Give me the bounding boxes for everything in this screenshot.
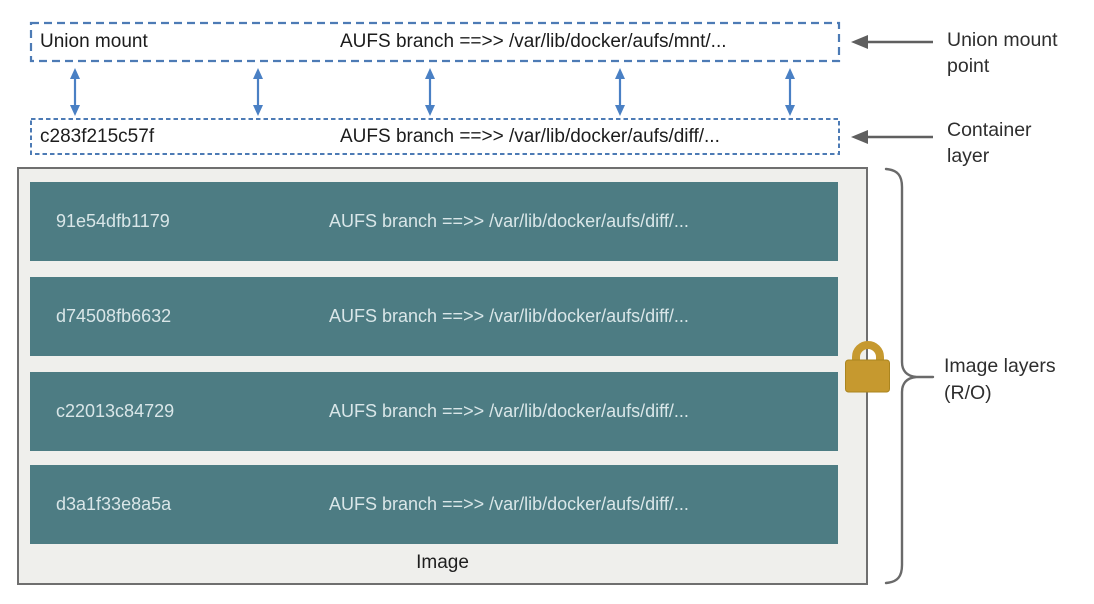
- left-arrow-icon: [851, 35, 933, 144]
- layer-id: 91e54dfb1179: [56, 211, 170, 231]
- image-layer-row: c22013c84729 AUFS branch ==>> /var/lib/d…: [30, 372, 838, 451]
- layer-aufs-path: AUFS branch ==>> /var/lib/docker/aufs/di…: [329, 494, 689, 514]
- union-mount-label: Union mount: [40, 31, 148, 52]
- container-layer-aufs-path: AUFS branch ==>> /var/lib/docker/aufs/di…: [340, 125, 720, 147]
- union-mount-aufs-path: AUFS branch ==>> /var/lib/docker/aufs/mn…: [340, 31, 727, 52]
- container-layer-label: Container layer: [947, 119, 1032, 167]
- image-caption: Image: [416, 552, 469, 573]
- layer-aufs-path: AUFS branch ==>> /var/lib/docker/aufs/di…: [329, 211, 689, 231]
- union-mount-point-label: Union mount point: [947, 29, 1058, 77]
- layer-id: d3a1f33e8a5a: [56, 494, 172, 514]
- image-layer-row: 91e54dfb1179 AUFS branch ==>> /var/lib/d…: [30, 182, 838, 261]
- layer-aufs-path: AUFS branch ==>> /var/lib/docker/aufs/di…: [329, 401, 689, 421]
- curly-brace-icon: [884, 167, 935, 585]
- layer-aufs-path: AUFS branch ==>> /var/lib/docker/aufs/di…: [329, 306, 689, 326]
- layer-id: c22013c84729: [56, 401, 175, 421]
- double-arrow-icon: [70, 68, 795, 116]
- image-box: 91e54dfb1179 AUFS branch ==>> /var/lib/d…: [17, 167, 868, 585]
- image-layers-label: Image layers (R/O): [944, 355, 1056, 404]
- container-layer-id: c283f215c57f: [40, 125, 155, 147]
- union-mount-box: Union mount AUFS branch ==>> /var/lib/do…: [30, 22, 840, 62]
- container-layer-box: c283f215c57f AUFS branch ==>> /var/lib/d…: [30, 118, 840, 155]
- layer-id: d74508fb6632: [56, 306, 172, 326]
- image-layer-row: d3a1f33e8a5a AUFS branch ==>> /var/lib/d…: [30, 465, 838, 544]
- image-layer-row: d74508fb6632 AUFS branch ==>> /var/lib/d…: [30, 277, 838, 356]
